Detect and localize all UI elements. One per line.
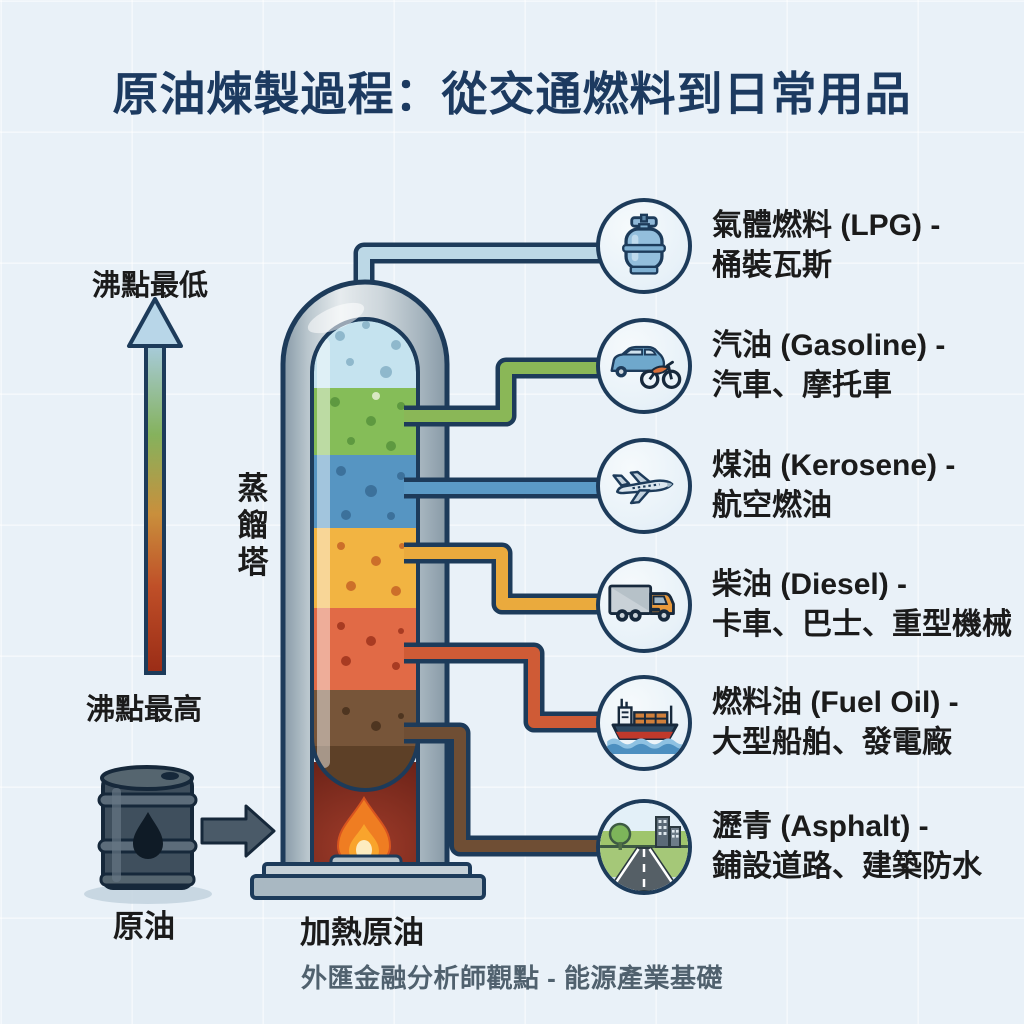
road-icon xyxy=(600,803,688,891)
product-desc: 桶裝瓦斯 xyxy=(712,249,832,282)
product-desc: 大型船舶、發電廠 xyxy=(712,726,952,759)
boiling-point-high-label: 沸點最高 xyxy=(86,694,203,726)
tree-icon xyxy=(608,822,632,846)
product-circle-diesel xyxy=(596,557,692,653)
pipe-diesel xyxy=(404,542,600,615)
airplane-icon xyxy=(612,470,674,505)
crude-to-furnace-arrow-icon xyxy=(200,804,276,858)
product-label-lpg: 氣體燃料 (LPG) - 桶裝瓦斯 xyxy=(712,206,1024,286)
band-gasoline xyxy=(312,388,418,455)
product-label-gasoline: 汽油 (Gasoline) - 汽車、摩托車 xyxy=(712,326,1024,406)
dome-highlight xyxy=(307,302,365,334)
product-desc: 鋪設道路、建築防水 xyxy=(712,850,982,883)
product-label-asphalt: 瀝青 (Asphalt) - 鋪設道路、建築防水 xyxy=(712,807,1024,887)
product-circle-lpg xyxy=(596,198,692,294)
product-label-diesel: 柴油 (Diesel) - 卡車、巴士、重型機械 xyxy=(712,565,1024,645)
band-fuel-oil xyxy=(312,608,418,690)
product-desc: 汽車、摩托車 xyxy=(712,369,892,402)
product-name: 汽油 (Gasoline) - xyxy=(712,329,946,362)
pipe-fuel-oil xyxy=(404,642,600,733)
product-name: 燃料油 (Fuel Oil) - xyxy=(712,686,959,719)
product-desc: 航空燃油 xyxy=(712,489,832,522)
oil-barrel-icon xyxy=(84,765,212,904)
distillation-column xyxy=(280,279,450,872)
product-label-fuel-oil: 燃料油 (Fuel Oil) - 大型船舶、發電廠 xyxy=(712,683,1024,763)
crude-oil-label: 原油 xyxy=(113,909,175,944)
heating-crude-label: 加熱原油 xyxy=(300,915,424,950)
product-label-kerosene: 煤油 (Kerosene) - 航空燃油 xyxy=(712,446,1024,526)
product-circle-asphalt xyxy=(596,799,692,895)
product-circle-gasoline xyxy=(596,318,692,414)
glass-highlight xyxy=(317,338,330,768)
cargo-ship-icon xyxy=(607,698,683,754)
product-name: 柴油 (Diesel) - xyxy=(712,568,908,601)
band-kerosene xyxy=(312,455,418,528)
buildings-icon xyxy=(655,816,681,848)
car-motorcycle-icon xyxy=(610,345,682,390)
boiling-point-low-label: 沸點最低 xyxy=(92,270,209,302)
product-name: 煤油 (Kerosene) - xyxy=(712,449,956,482)
boiling-point-arrow-icon xyxy=(127,297,183,675)
truck-icon xyxy=(608,584,675,622)
page-title: 原油煉製過程：從交通燃料到日常用品 xyxy=(112,68,912,120)
product-circle-fuel-oil xyxy=(596,675,692,771)
product-name: 瀝青 (Asphalt) - xyxy=(712,810,929,843)
footer-caption: 外匯金融分析師觀點 - 能源產業基礎 xyxy=(300,963,724,993)
lpg-cylinder-icon xyxy=(622,213,666,275)
band-diesel xyxy=(312,528,418,608)
pipe-gasoline xyxy=(404,357,600,427)
column-fraction-bands xyxy=(312,319,418,790)
distillation-tower-label: 蒸餾塔 xyxy=(237,471,269,580)
product-desc: 卡車、巴士、重型機械 xyxy=(712,608,1012,641)
oil-drop-icon xyxy=(133,812,163,859)
product-name: 氣體燃料 (LPG) - xyxy=(712,209,941,242)
column-base xyxy=(250,862,486,900)
pipe-asphalt xyxy=(404,722,600,857)
product-circle-kerosene xyxy=(596,438,692,534)
